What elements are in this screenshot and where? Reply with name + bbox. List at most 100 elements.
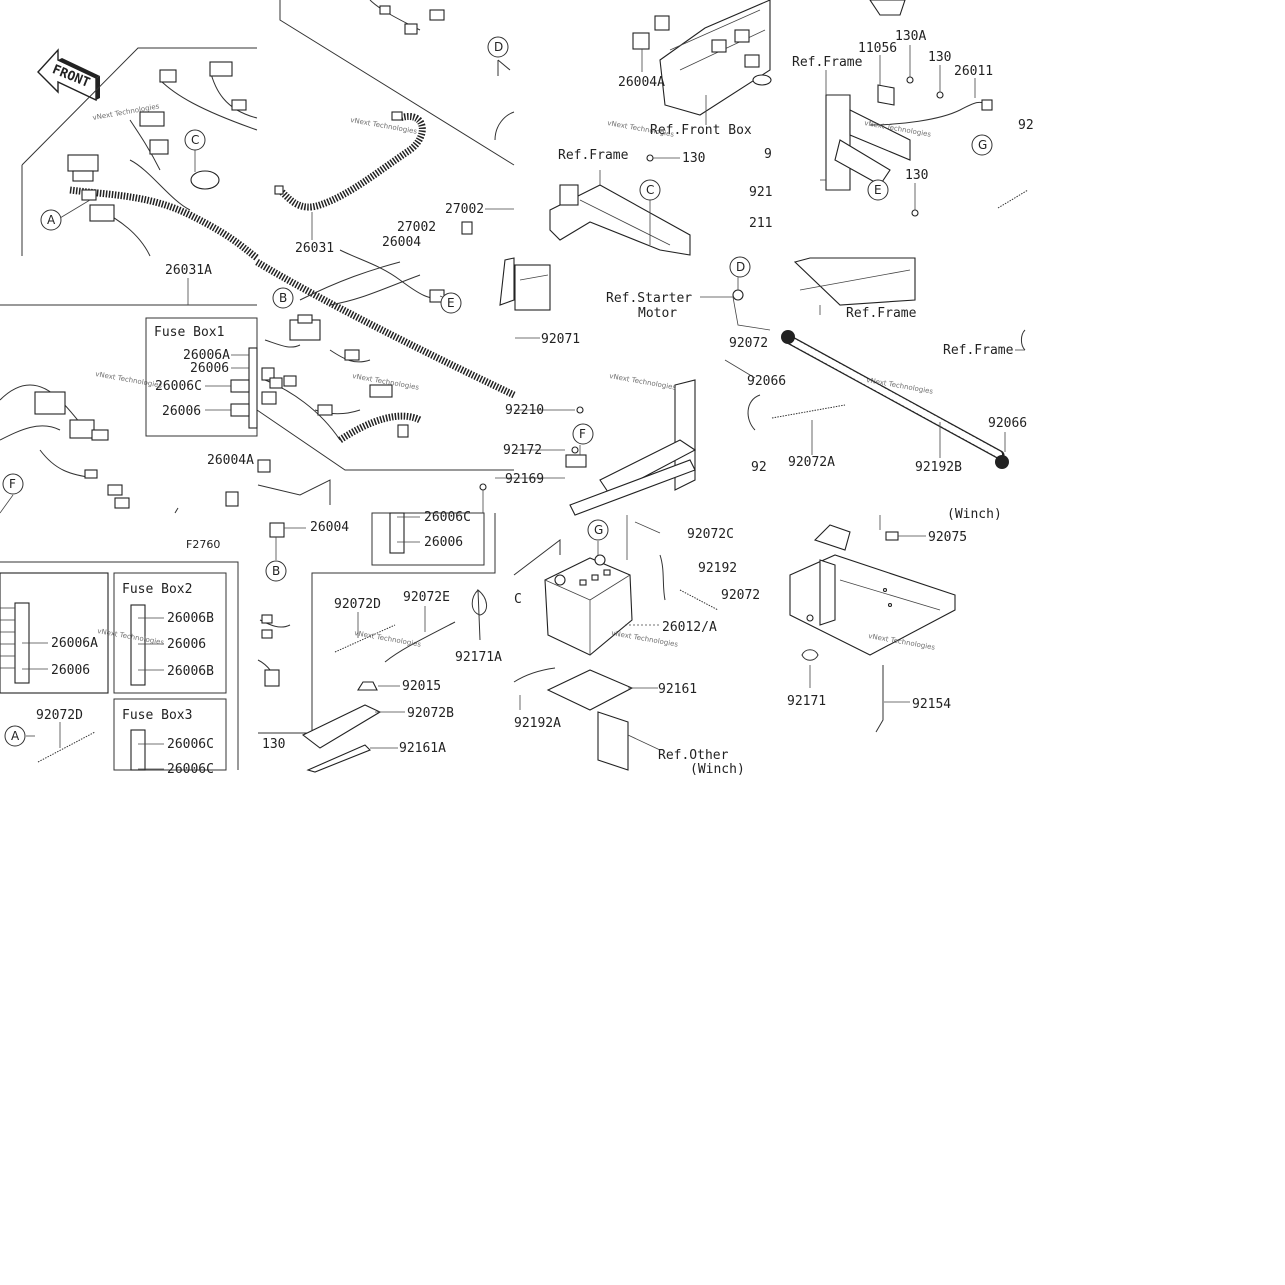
label-92192B: 92192B: [915, 460, 962, 475]
fuse-box-4-row-1: 26006C: [424, 510, 471, 525]
callout-G-1: G: [587, 519, 609, 541]
label-130-a: 130: [928, 50, 951, 65]
svg-text:E: E: [447, 296, 455, 310]
label-92072E: 92072E: [403, 590, 450, 605]
label-130-b: 130: [682, 151, 705, 166]
fuse-box-3-title: Fuse Box3: [122, 708, 192, 723]
tile-fuse-box-2-3: [0, 561, 239, 771]
label-92072A: 92072A: [788, 455, 835, 470]
label-11056: 11056: [858, 41, 897, 56]
label-92072D-b: 92072D: [36, 708, 83, 723]
svg-text:E: E: [874, 183, 882, 197]
label-130-left: 130: [262, 737, 285, 752]
label-26004: 26004: [382, 235, 421, 250]
callout-G-2: G: [971, 134, 993, 156]
label-92172: 92172: [503, 443, 542, 458]
callout-letters: A A B B C C D D E E F F G G: [2, 36, 993, 747]
watermark-10: vNext Technologies: [354, 629, 422, 649]
ref-frame-2: Ref.Frame: [558, 148, 629, 163]
fuse-box-4-row-2: 26006: [424, 535, 463, 550]
label-26004A-top: 26004A: [618, 75, 665, 90]
fuse-box-4-frame: [371, 512, 485, 566]
fuse-box-2-title: Fuse Box2: [122, 582, 192, 597]
label-92066-b: 92066: [988, 416, 1027, 431]
label-26011: 26011: [954, 64, 993, 79]
callout-B-2: B: [265, 560, 287, 582]
reference-labels: Ref.Frame Ref.Frame Ref.Frame Ref.Frame …: [558, 55, 1014, 777]
fuse-box-1-row-2: 26006: [190, 361, 229, 376]
label-92169: 92169: [505, 472, 544, 487]
fuse-box-text: Fuse Box1 26006A 26006 26006C 26006 Fuse…: [51, 325, 471, 777]
callout-C-2: C: [639, 179, 661, 201]
callout-C-1: C: [184, 129, 206, 151]
label-26012A: 26012/A: [662, 620, 717, 635]
ref-starter-line-2: Motor: [638, 306, 677, 321]
front-direction-sign: FRONT: [37, 48, 100, 102]
tile-harness-front: FRONT: [21, 47, 260, 261]
callout-F-1: F: [2, 473, 24, 495]
label-92171: 92171: [787, 694, 826, 709]
part-labels: 26031A 26031 26004 27002 27002 26004A 26…: [36, 29, 1034, 756]
svg-text:F: F: [9, 477, 16, 491]
svg-text:G: G: [978, 138, 987, 152]
watermark-7: vNext Technologies: [609, 372, 677, 392]
callout-F-2: F: [572, 423, 594, 445]
callout-D-2: D: [729, 256, 751, 278]
callout-A-1: A: [40, 209, 62, 231]
label-C-partial: C: [514, 592, 522, 607]
fuse-box-3-row-1: 26006C: [167, 737, 214, 752]
label-211: 211: [749, 216, 772, 231]
fuse-box-2-frame: [113, 572, 227, 694]
fuse-box-2-row-3: 26006B: [167, 664, 214, 679]
ref-other-line-2: (Winch): [690, 762, 745, 777]
ref-frame-3: Ref.Frame: [846, 306, 917, 321]
diagram-id: F2760: [186, 538, 220, 551]
label-27002-a: 27002: [397, 220, 436, 235]
label-921: 921: [749, 185, 772, 200]
tile-frame-hoses: [700, 257, 1026, 469]
label-92066-a: 92066: [747, 374, 786, 389]
fuse-box-1-row-1: 26006A: [183, 348, 230, 363]
svg-text:C: C: [191, 133, 199, 147]
svg-text:D: D: [494, 40, 503, 54]
label-26004A-mid: 26004A: [207, 453, 254, 468]
label-9-partial: 9: [764, 147, 772, 162]
svg-text:A: A: [47, 213, 56, 227]
fuse-box-1-row-4: 26006: [162, 404, 201, 419]
ref-frame-4: Ref.Frame: [943, 343, 1014, 358]
callout-D-1: D: [487, 36, 509, 58]
fuse-box-3-row-2: 26006C: [167, 762, 214, 777]
callout-A-2: A: [4, 725, 26, 747]
tile-cables-lower: [257, 512, 496, 773]
svg-text:B: B: [279, 291, 287, 305]
svg-text:C: C: [646, 183, 654, 197]
tile-battery-tray: [789, 515, 956, 733]
label-92075: 92075: [928, 530, 967, 545]
watermark-5: vNext Technologies: [95, 370, 163, 390]
label-92192A: 92192A: [514, 716, 561, 731]
fuse-box-1-row-3: 26006C: [155, 379, 202, 394]
tile-frame-bracket: [820, 0, 1029, 217]
callout-E-2: E: [867, 179, 889, 201]
label-92072D-a: 92072D: [334, 597, 381, 612]
ref-starter-line-1: Ref.Starter: [606, 291, 692, 306]
tile-fuse-box-1: [0, 278, 258, 514]
label-92015: 92015: [402, 679, 441, 694]
svg-text:G: G: [594, 523, 603, 537]
fuse-box-2-row-1: 26006B: [167, 611, 214, 626]
label-27002-b: 27002: [445, 202, 484, 217]
grommet-bottom: [995, 455, 1009, 469]
label-92-partial: 92: [1018, 118, 1034, 133]
label-92161A: 92161A: [399, 741, 446, 756]
grommet-top: [781, 330, 795, 344]
label-26031A: 26031A: [165, 263, 212, 278]
fuse-box-left-row-1: 26006A: [51, 636, 98, 651]
callout-B-1: B: [272, 287, 294, 309]
tile-battery: [513, 515, 719, 771]
label-92072C: 92072C: [687, 527, 734, 542]
fuse-box-1-title: Fuse Box1: [154, 325, 224, 340]
callout-E-1: E: [440, 292, 462, 314]
fuse-box-3-frame: [113, 698, 227, 771]
label-26004-mid: 26004: [310, 520, 349, 535]
tile-front-box: [549, 0, 772, 256]
